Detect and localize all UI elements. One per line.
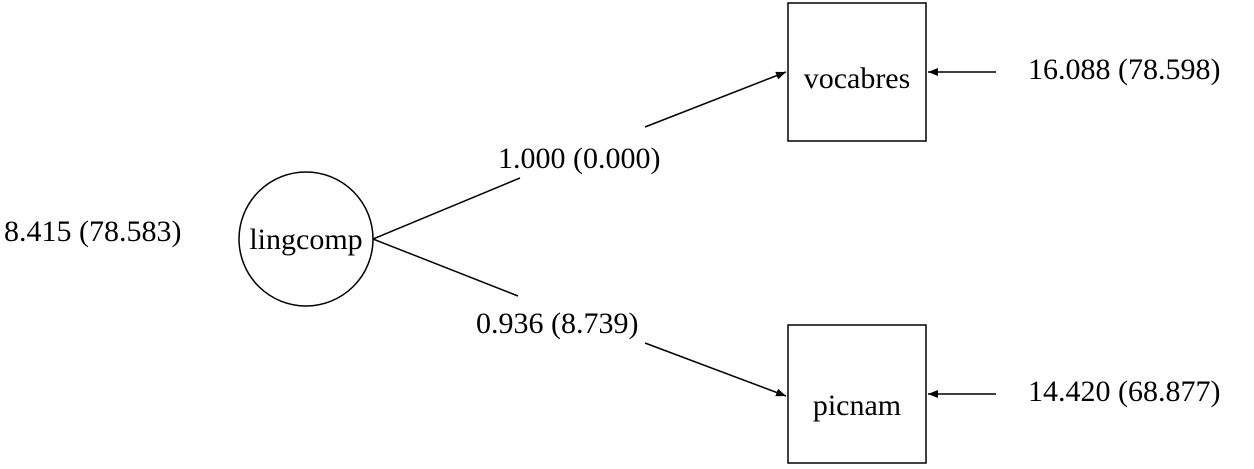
path-line [372, 238, 519, 297]
error-variance-label: 16.088 (78.598) [1028, 53, 1220, 86]
path-arrow [644, 342, 787, 397]
observed-node-box [787, 324, 927, 464]
latent-node-lingcomp: lingcomp [238, 171, 374, 307]
error-picnam: 14.420 (68.877) [928, 375, 1220, 408]
observed-node-label: picnam [813, 389, 901, 422]
path-coefficient-label: 0.936 (8.739) [476, 307, 638, 340]
observed-node-vocabres: vocabres [787, 2, 927, 142]
error-variance-label: 14.420 (68.877) [1028, 375, 1220, 408]
observed-node-box [787, 2, 927, 142]
latent-variance-label: 8.415 (78.583) [4, 215, 181, 248]
path-lingcomp-to-picnam: 0.936 (8.739) [372, 238, 787, 397]
path-coefficient-label: 1.000 (0.000) [498, 142, 660, 175]
latent-node-label: lingcomp [249, 223, 362, 256]
error-vocabres: 16.088 (78.598) [928, 53, 1220, 86]
observed-node-label: vocabres [804, 62, 911, 95]
path-arrow [644, 71, 787, 128]
path-line [372, 177, 521, 240]
observed-node-picnam: picnam [787, 324, 927, 464]
path-lingcomp-to-vocabres: 1.000 (0.000) [372, 71, 787, 240]
